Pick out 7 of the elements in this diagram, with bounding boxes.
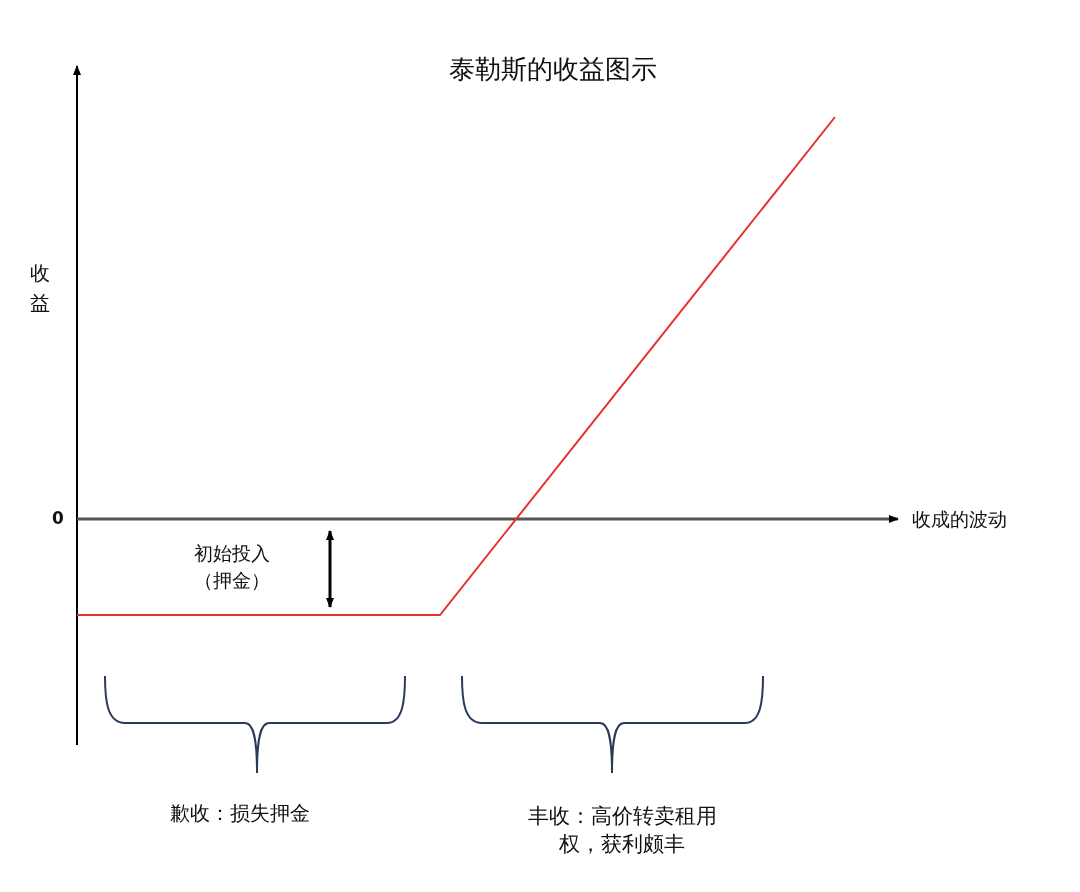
chart-title: 泰勒斯的收益图示: [449, 53, 657, 86]
annotation-text: 初始投入（押金）: [193, 541, 271, 593]
axis-label: 收益: [29, 260, 51, 317]
tick-label: 0: [52, 508, 64, 528]
brace-label: 丰收：高价转卖租用权，获利颇丰: [526, 803, 718, 858]
axis-label: 收成的波动: [912, 507, 1007, 532]
brace-label: 歉收：损失押金: [170, 800, 310, 827]
